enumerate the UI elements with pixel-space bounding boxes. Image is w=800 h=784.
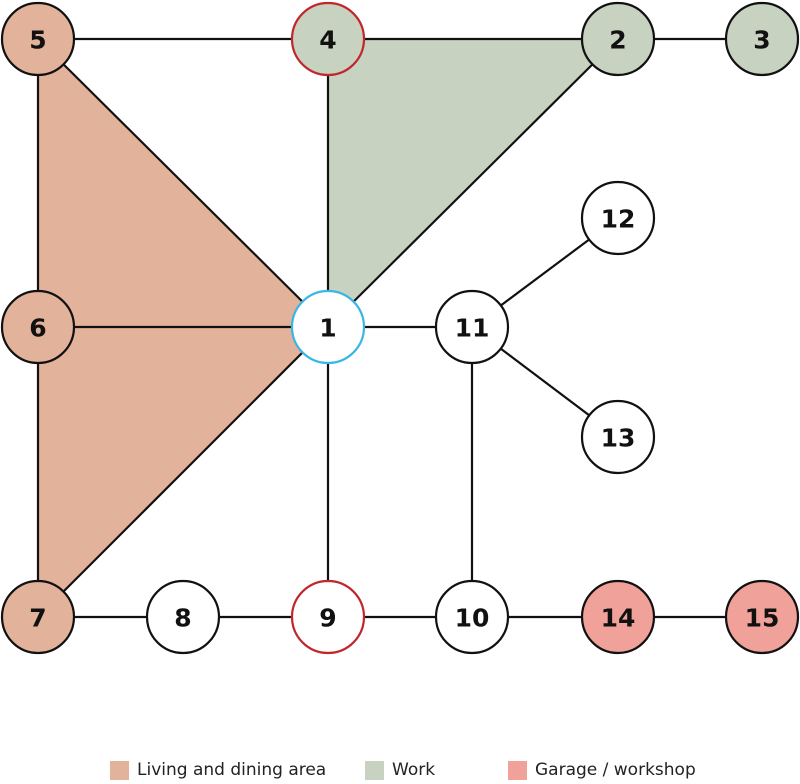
node-circle-6: [0, 289, 76, 365]
edge-2-1: [327, 38, 619, 328]
node-9: 9: [290, 579, 366, 655]
node-circle-2: [580, 1, 656, 77]
edge-7-1: [37, 326, 329, 618]
node-label-12: 12: [601, 205, 636, 234]
node-label-8: 8: [174, 604, 191, 633]
legend-label-garage: Garage / workshop: [535, 760, 696, 780]
legend-swatch-work: [365, 760, 384, 780]
node-label-10: 10: [455, 604, 490, 633]
node-10: 10: [434, 579, 510, 655]
node-label-7: 7: [29, 604, 46, 633]
node-label-2: 2: [609, 26, 626, 55]
node-circle-15: [724, 579, 800, 655]
node-circle-12: [580, 180, 656, 256]
node-label-4: 4: [319, 26, 336, 55]
legend-item-living: Living and dining area: [110, 760, 326, 780]
node-circle-10: [434, 579, 510, 655]
legend-item-garage: Garage / workshop: [508, 760, 696, 780]
node-11: 11: [434, 289, 510, 365]
node-1: 1: [290, 289, 366, 365]
legend-swatch-living: [110, 760, 129, 780]
node-circle-14: [580, 579, 656, 655]
node-label-13: 13: [601, 424, 636, 453]
node-circle-7: [0, 579, 76, 655]
node-label-1: 1: [319, 314, 336, 343]
node-8: 8: [145, 579, 221, 655]
node-circle-8: [145, 579, 221, 655]
node-label-11: 11: [455, 314, 490, 343]
legend-label-living: Living and dining area: [137, 760, 327, 780]
node-5: 5: [0, 1, 76, 77]
node-6: 6: [0, 289, 76, 365]
node-4: 4: [290, 1, 366, 77]
node-circle-3: [724, 1, 800, 77]
legend-swatch-garage: [508, 760, 527, 780]
node-15: 15: [724, 579, 800, 655]
node-circle-9: [290, 579, 366, 655]
node-circle-1: [290, 289, 366, 365]
node-14: 14: [580, 579, 656, 655]
node-2: 2: [580, 1, 656, 77]
edge-5-1: [37, 38, 329, 328]
node-label-3: 3: [753, 26, 770, 55]
legend-label-work: Work: [392, 760, 436, 780]
node-3: 3: [724, 1, 800, 77]
legend: Living and dining area Work Garage / wor…: [0, 758, 800, 784]
node-label-5: 5: [29, 26, 46, 55]
node-label-6: 6: [29, 314, 46, 343]
node-12: 12: [580, 180, 656, 256]
legend-item-work: Work: [365, 760, 435, 780]
node-circle-11: [434, 289, 510, 365]
node-13: 13: [580, 399, 656, 475]
node-label-15: 15: [745, 604, 780, 633]
node-circle-4: [290, 1, 366, 77]
node-7: 7: [0, 579, 76, 655]
node-label-14: 14: [601, 604, 636, 633]
node-circle-5: [0, 1, 76, 77]
node-label-9: 9: [319, 604, 336, 633]
node-circle-13: [580, 399, 656, 475]
